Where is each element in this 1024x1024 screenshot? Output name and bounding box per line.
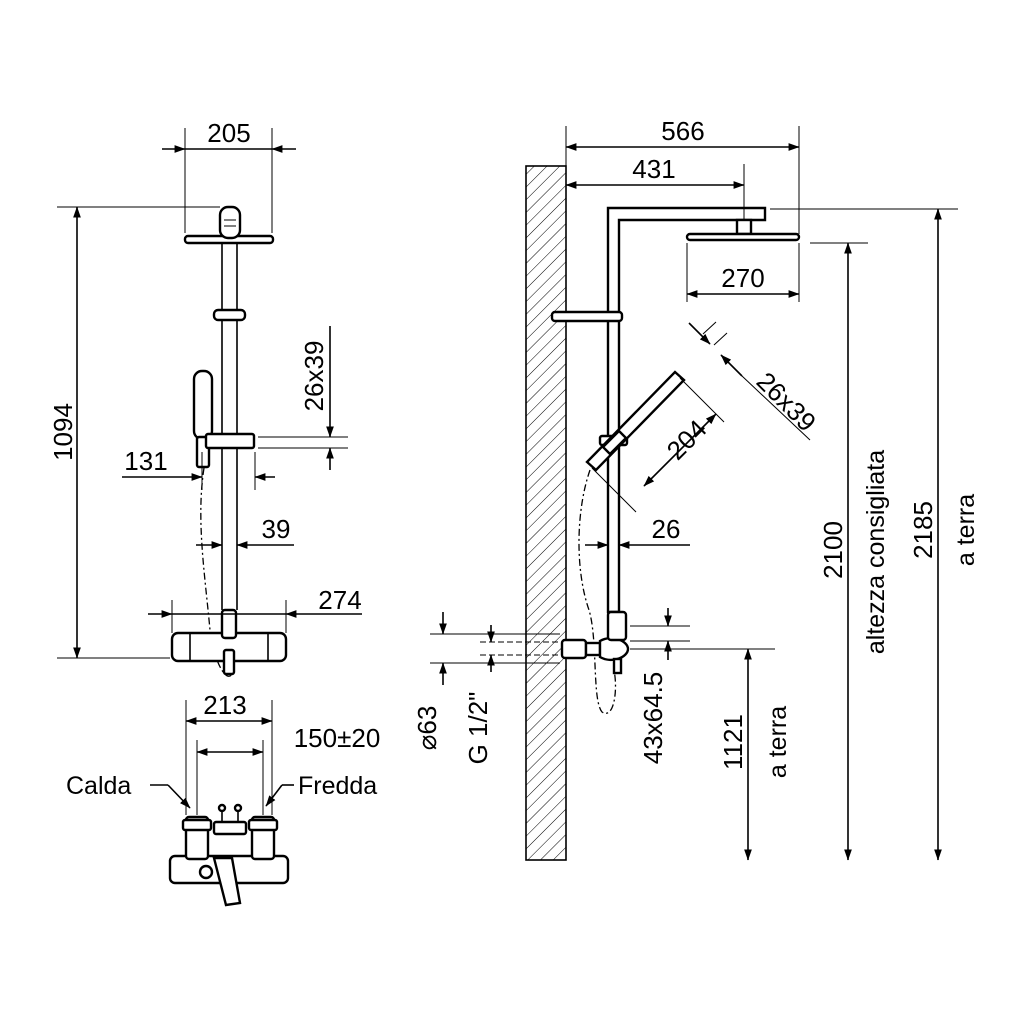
dim-front-bar-spacing: 39 — [196, 514, 294, 549]
dim-side-recommended-height: 2100 altezza consigliata — [810, 242, 890, 861]
dim-label: 26x39 — [299, 341, 329, 412]
dim-label: 213 — [203, 690, 246, 720]
label-a-terra-2: a terra — [952, 494, 980, 566]
dim-front-total-height: 1094 — [48, 206, 220, 659]
dim-front-inlet-spacing: 150±20 — [196, 723, 381, 815]
dim-label: 39 — [262, 514, 291, 544]
dim-label: 26 — [652, 514, 681, 544]
front-mixer-bottom — [168, 803, 290, 907]
dim-label: 2185 — [908, 501, 938, 559]
dim-label: 131 — [124, 446, 167, 476]
dim-side-top-height: 2185 a terra — [770, 208, 980, 861]
dim-label: 26x39 — [751, 366, 822, 437]
dim-side-handle: 26x39 — [688, 321, 822, 441]
dim-label: ⌀63 — [412, 706, 442, 751]
dim-side-inlet: ⌀63 G 1/2" — [412, 612, 560, 764]
label-altezza-consigliata: altezza consigliata — [862, 450, 890, 654]
dim-front-handset-offset: 131 — [122, 446, 275, 490]
dim-side-arm-length: 431 — [565, 154, 745, 220]
wall — [525, 165, 567, 861]
dim-label: 1094 — [48, 403, 78, 461]
front-shower-head — [183, 205, 275, 245]
dim-label: 43x64.5 — [638, 672, 668, 765]
dim-label: G 1/2" — [463, 692, 493, 765]
dim-side-total-projection: 566 — [565, 116, 800, 234]
dim-front-head-width: 205 — [162, 118, 296, 233]
dim-label: 2100 — [818, 521, 848, 579]
dim-label: 150±20 — [294, 723, 381, 753]
dim-front-handle: 26x39 — [258, 326, 348, 470]
dim-side-mixer-height: 1121 a terra — [630, 648, 792, 861]
label-calda: Calda — [66, 772, 131, 800]
dim-front-body-width: 213 — [185, 690, 273, 815]
dim-label: 270 — [721, 263, 764, 293]
front-hand-shower — [192, 369, 256, 469]
dim-label: 205 — [207, 118, 250, 148]
dim-label: 1121 — [718, 714, 748, 770]
side-hand-shower — [585, 370, 686, 472]
dim-label: 566 — [661, 116, 704, 146]
side-view: 566 431 270 26x39 204 — [412, 116, 980, 861]
dim-label: 274 — [318, 585, 361, 615]
side-hose — [578, 469, 617, 714]
dim-front-mixer-width: 274 — [148, 585, 362, 633]
front-riser-bar — [212, 243, 247, 610]
front-inlet-labels: Calda Fredda — [66, 772, 377, 809]
dim-label: 204 — [661, 414, 713, 466]
label-fredda: Fredda — [298, 772, 377, 800]
front-mixer — [170, 608, 288, 676]
dim-label: 431 — [632, 154, 675, 184]
dim-side-escutcheon: 43x64.5 — [630, 608, 690, 764]
label-a-terra-1: a terra — [764, 706, 792, 778]
dim-side-bar-diameter: 26 — [585, 514, 690, 549]
front-view: 205 1094 26x39 131 39 — [48, 118, 381, 907]
side-mixer — [560, 610, 630, 675]
dim-side-head-diameter: 270 — [686, 243, 800, 302]
